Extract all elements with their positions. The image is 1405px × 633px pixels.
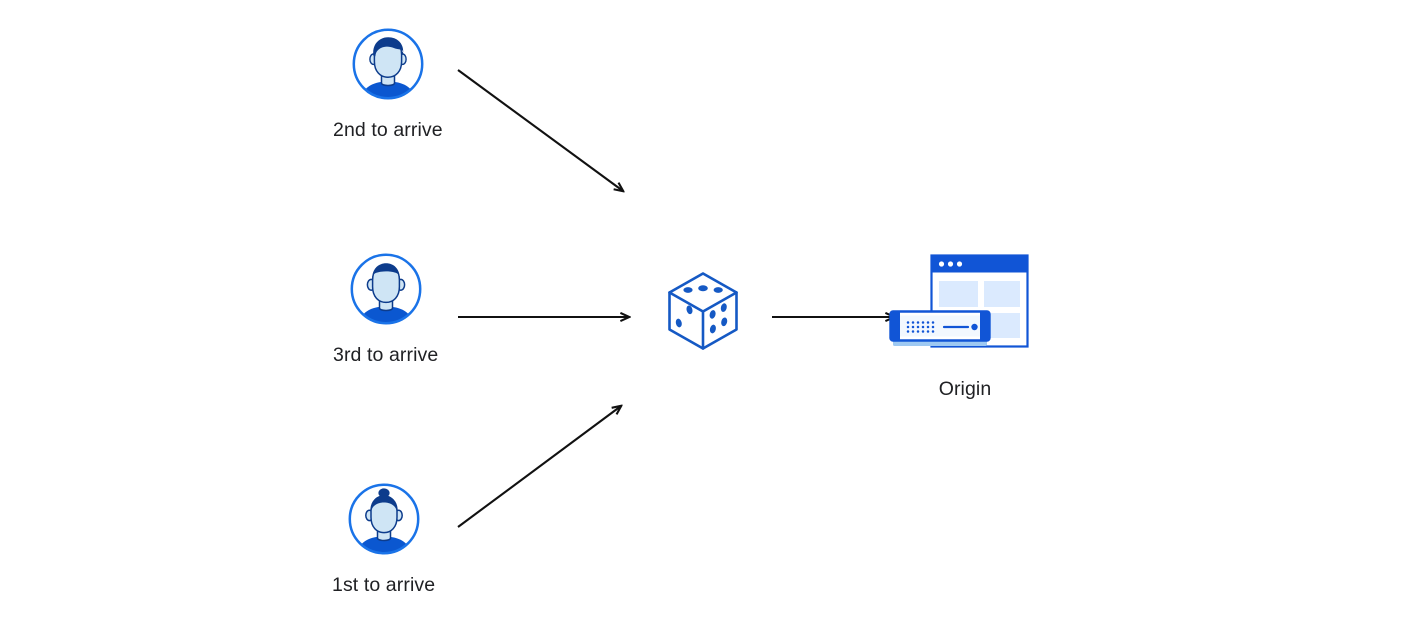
- client-node-2nd[interactable]: 2nd to arrive: [333, 26, 443, 141]
- arrow-client-1-to-dice: [457, 69, 623, 191]
- avatar-short-hair-icon: [350, 26, 426, 102]
- browser-window-icon: [930, 254, 1029, 348]
- dice-cube-icon: [660, 268, 746, 354]
- avatar-buzz-cut-icon: [348, 251, 424, 327]
- origin-node[interactable]: Origin: [886, 252, 1044, 400]
- randomizer-node[interactable]: [660, 268, 746, 354]
- client-label-2nd: 2nd to arrive: [333, 119, 443, 141]
- client-label-1st: 1st to arrive: [332, 574, 436, 596]
- origin-server-browser-icon: [886, 252, 1044, 364]
- avatar-bun-hair-icon: [346, 481, 422, 557]
- client-node-1st[interactable]: 1st to arrive: [332, 481, 435, 596]
- arrow-client-3-to-dice: [457, 406, 621, 528]
- client-node-3rd[interactable]: 3rd to arrive: [333, 251, 438, 366]
- server-appliance-icon: [889, 310, 991, 346]
- origin-label: Origin: [938, 378, 992, 400]
- client-label-3rd: 3rd to arrive: [333, 344, 439, 366]
